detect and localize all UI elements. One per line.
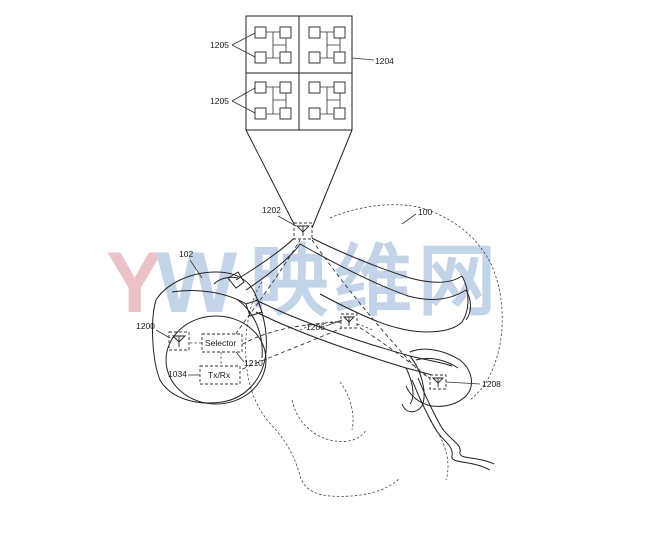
antenna-icon xyxy=(340,313,358,329)
label-1202: 1202 xyxy=(262,205,281,215)
selector-block: Selector xyxy=(201,333,243,353)
antenna-icon xyxy=(168,331,190,351)
antenna-icon xyxy=(429,374,447,390)
element-cluster-tr xyxy=(308,26,346,64)
label-1204: 1204 xyxy=(375,56,394,66)
element-cluster-bl xyxy=(254,81,292,120)
selector-label: Selector xyxy=(205,338,236,348)
label-1208: 1208 xyxy=(482,379,501,389)
cable xyxy=(411,377,495,471)
reference-labels: 1202 100 102 1200 1206 1210 1034 1208 xyxy=(136,205,501,389)
txrx-label: Tx/Rx xyxy=(208,370,231,380)
element-cluster-br xyxy=(308,81,346,120)
rear-pad xyxy=(405,348,473,407)
label-1205-top: 1205 xyxy=(210,40,229,50)
label-1034: 1034 xyxy=(168,369,187,379)
antenna-icon xyxy=(293,222,313,240)
head-strap xyxy=(235,231,471,333)
signal-paths xyxy=(231,239,437,383)
hmd-front-unit xyxy=(152,271,267,405)
txrx-block: Tx/Rx xyxy=(199,365,241,385)
label-102: 102 xyxy=(179,249,193,259)
label-1205-bottom: 1205 xyxy=(210,96,229,106)
watermark: Y W 映维网 xyxy=(106,235,502,331)
label-1210: 1210 xyxy=(244,358,263,368)
watermark-logo-w: W xyxy=(156,235,238,331)
label-1206: 1206 xyxy=(306,322,325,332)
element-cluster-tl xyxy=(254,26,292,64)
antenna-array-detail: 1204 1205 1205 xyxy=(210,15,394,229)
label-100: 100 xyxy=(418,207,432,217)
watermark-logo-y: Y xyxy=(106,235,163,331)
label-1200: 1200 xyxy=(136,321,155,331)
watermark-text: 映维网 xyxy=(250,237,502,325)
